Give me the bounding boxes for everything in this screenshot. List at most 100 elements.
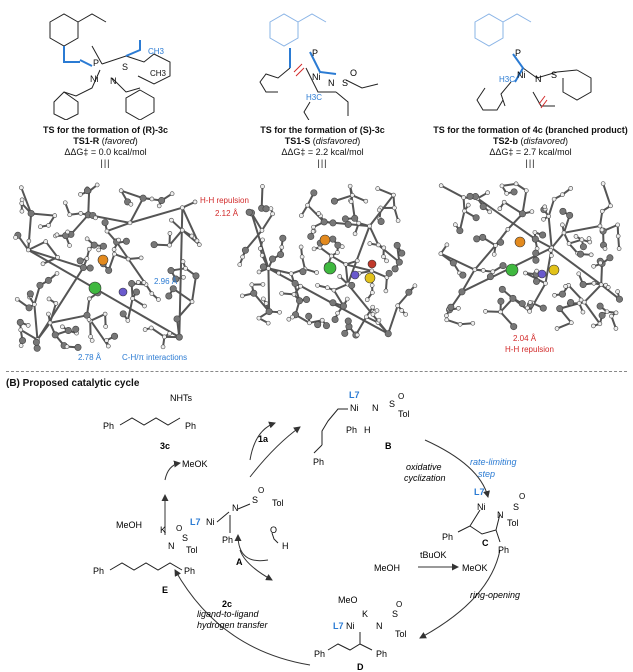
svg-text:Tol: Tol [398, 409, 410, 419]
ts2b-2d-structure: P Ni N S H3C [474, 13, 592, 111]
svg-text:L7: L7 [190, 517, 201, 527]
svg-text:S: S [182, 533, 188, 543]
ts1r-s-label: S [122, 62, 128, 72]
svg-text:O: O [270, 525, 277, 535]
svg-text:Ph: Ph [93, 566, 104, 576]
step-ltl-1: ligand-to-ligand [197, 609, 260, 619]
ts2b-distance: 2.04 Å [513, 334, 537, 343]
ts1r-id: TS1-R [73, 136, 100, 146]
3c-label: 3c [160, 441, 170, 451]
step-ring-opening: ring-opening [470, 590, 520, 600]
ts1s-h3c-label: H3C [306, 93, 322, 102]
ts1r-2d-structure: P Ni N S CH3 CH3 [49, 13, 171, 120]
reagent-meok-1: MeOK [182, 459, 208, 469]
svg-text:Tol: Tol [395, 629, 407, 639]
intermediate-E-label: E [162, 585, 168, 595]
intermediate-A: L7 Ni N S O Tol Ph A [190, 486, 284, 567]
reagent-meoh-2: MeOH [374, 563, 400, 573]
ts2b-3d-model [438, 181, 623, 331]
svg-text:MeO: MeO [338, 595, 358, 605]
step-oxidative: oxidative [406, 462, 442, 472]
ts1r-ch3-label: CH3 [148, 47, 165, 56]
ts1r-title: TS for the formation of (R)-3c [43, 125, 168, 135]
ts2b-p-label: P [515, 48, 521, 58]
step-cyclization: cyclization [404, 473, 446, 483]
svg-text:K: K [160, 525, 166, 535]
ts2b-s-label: S [551, 70, 557, 80]
ts2b-ni-label: Ni [517, 70, 526, 80]
svg-text:H: H [282, 541, 289, 551]
svg-text:Ph: Ph [313, 457, 324, 467]
ts1r-ch3-label-2: CH3 [150, 69, 167, 78]
ts1s-separator: ||| [317, 158, 328, 168]
svg-text:Ph: Ph [314, 649, 325, 659]
arrow-C-to-D [419, 549, 501, 639]
ts1s-n-label: N [328, 78, 335, 88]
ts1s-energy: ΔΔG‡ = 2.2 kcal/mol [281, 147, 364, 157]
svg-text:S: S [252, 495, 258, 505]
svg-text:S: S [389, 399, 395, 409]
ts2b-id: TS2-b [492, 136, 518, 146]
intermediate-D-label: D [357, 662, 364, 672]
ts1s-repulsion-label: H-H repulsion [200, 196, 249, 205]
ts2b-title: TS for the formation of 4c (branched pro… [433, 125, 628, 135]
svg-text:O: O [258, 486, 264, 495]
ts1r-state: favored [104, 136, 135, 146]
ts2b-repulsion-label: H-H repulsion [505, 345, 554, 354]
svg-text:Ph: Ph [376, 649, 387, 659]
ts1s-id: TS1-S [284, 136, 311, 146]
ts2b-n-label: N [535, 74, 542, 84]
catalytic-cycle-diagram: Ph Ph NHTs 3c 1a MeOH MeOK L7 Ni N S O T… [93, 390, 525, 672]
nitrogen-atom [537, 269, 547, 279]
bond-network [14, 184, 201, 349]
ts1s-s-label: S [342, 78, 348, 88]
svg-text:Ph: Ph [184, 566, 195, 576]
svg-text:S: S [513, 502, 519, 512]
ts1r-ch-pi-label: C-H/π interactions [122, 353, 188, 362]
svg-text:N: N [376, 621, 383, 631]
ts1r-p-label: P [93, 58, 99, 68]
ts2b-caption: TS for the formation of 4c (branched pro… [428, 125, 633, 169]
svg-text:L7: L7 [474, 487, 485, 497]
intermediate-C: L7 Ni N S O Tol Ph Ph C [442, 487, 525, 555]
ts1r-ni-label: Ni [90, 74, 99, 84]
phosphorus-atom [514, 236, 526, 248]
svg-text:N: N [372, 403, 379, 413]
ts1r-n-label: N [110, 76, 117, 86]
svg-text:N: N [497, 510, 504, 520]
sulfur-atom [548, 264, 560, 276]
svg-text:O: O [519, 492, 525, 501]
panel-b-title: (B) Proposed catalytic cycle [6, 378, 140, 389]
ts1s-2d-structure: P Ni N S H3C O [259, 13, 379, 120]
ts1r-distance-1: 2.96 Å [154, 277, 178, 286]
panel-divider [6, 371, 627, 372]
step-step: step [478, 469, 495, 479]
nickel-atom [505, 263, 519, 277]
ts1r-caption: TS for the formation of (R)-3c TS1-R (fa… [3, 125, 208, 169]
arrow-formaldehyde-exit [239, 549, 273, 581]
svg-text:H: H [364, 425, 371, 435]
reagent-meoh-1: MeOH [116, 520, 142, 530]
svg-text:Ni: Ni [206, 517, 215, 527]
reagent-tbuok: tBuOK [420, 550, 447, 560]
svg-text:K: K [362, 609, 368, 619]
svg-text:O: O [396, 600, 402, 609]
compound-3c: Ph Ph NHTs 3c [103, 393, 196, 451]
ts1r-distance-2: 2.78 Å [78, 353, 102, 362]
nickel-atom [323, 261, 337, 275]
reagent-1a: 1a [258, 434, 269, 444]
formaldehyde: O H [270, 525, 289, 551]
svg-text:O: O [398, 392, 404, 401]
nitrogen-atom [118, 287, 128, 297]
ts1s-state: disfavored [315, 136, 358, 146]
ts1r-3d-model [13, 182, 202, 352]
ts1r-separator: ||| [100, 158, 111, 168]
svg-text:O: O [176, 524, 182, 533]
ts2b-energy: ΔΔG‡ = 2.7 kcal/mol [489, 147, 572, 157]
svg-text:Ni: Ni [477, 502, 486, 512]
svg-text:Ni: Ni [350, 403, 359, 413]
ts1s-3d-model [237, 183, 418, 339]
nickel-atom [88, 281, 102, 295]
svg-text:Ph: Ph [222, 535, 233, 545]
intermediate-B: L7 Ni N S O Tol Ph Ph H B [313, 390, 410, 467]
